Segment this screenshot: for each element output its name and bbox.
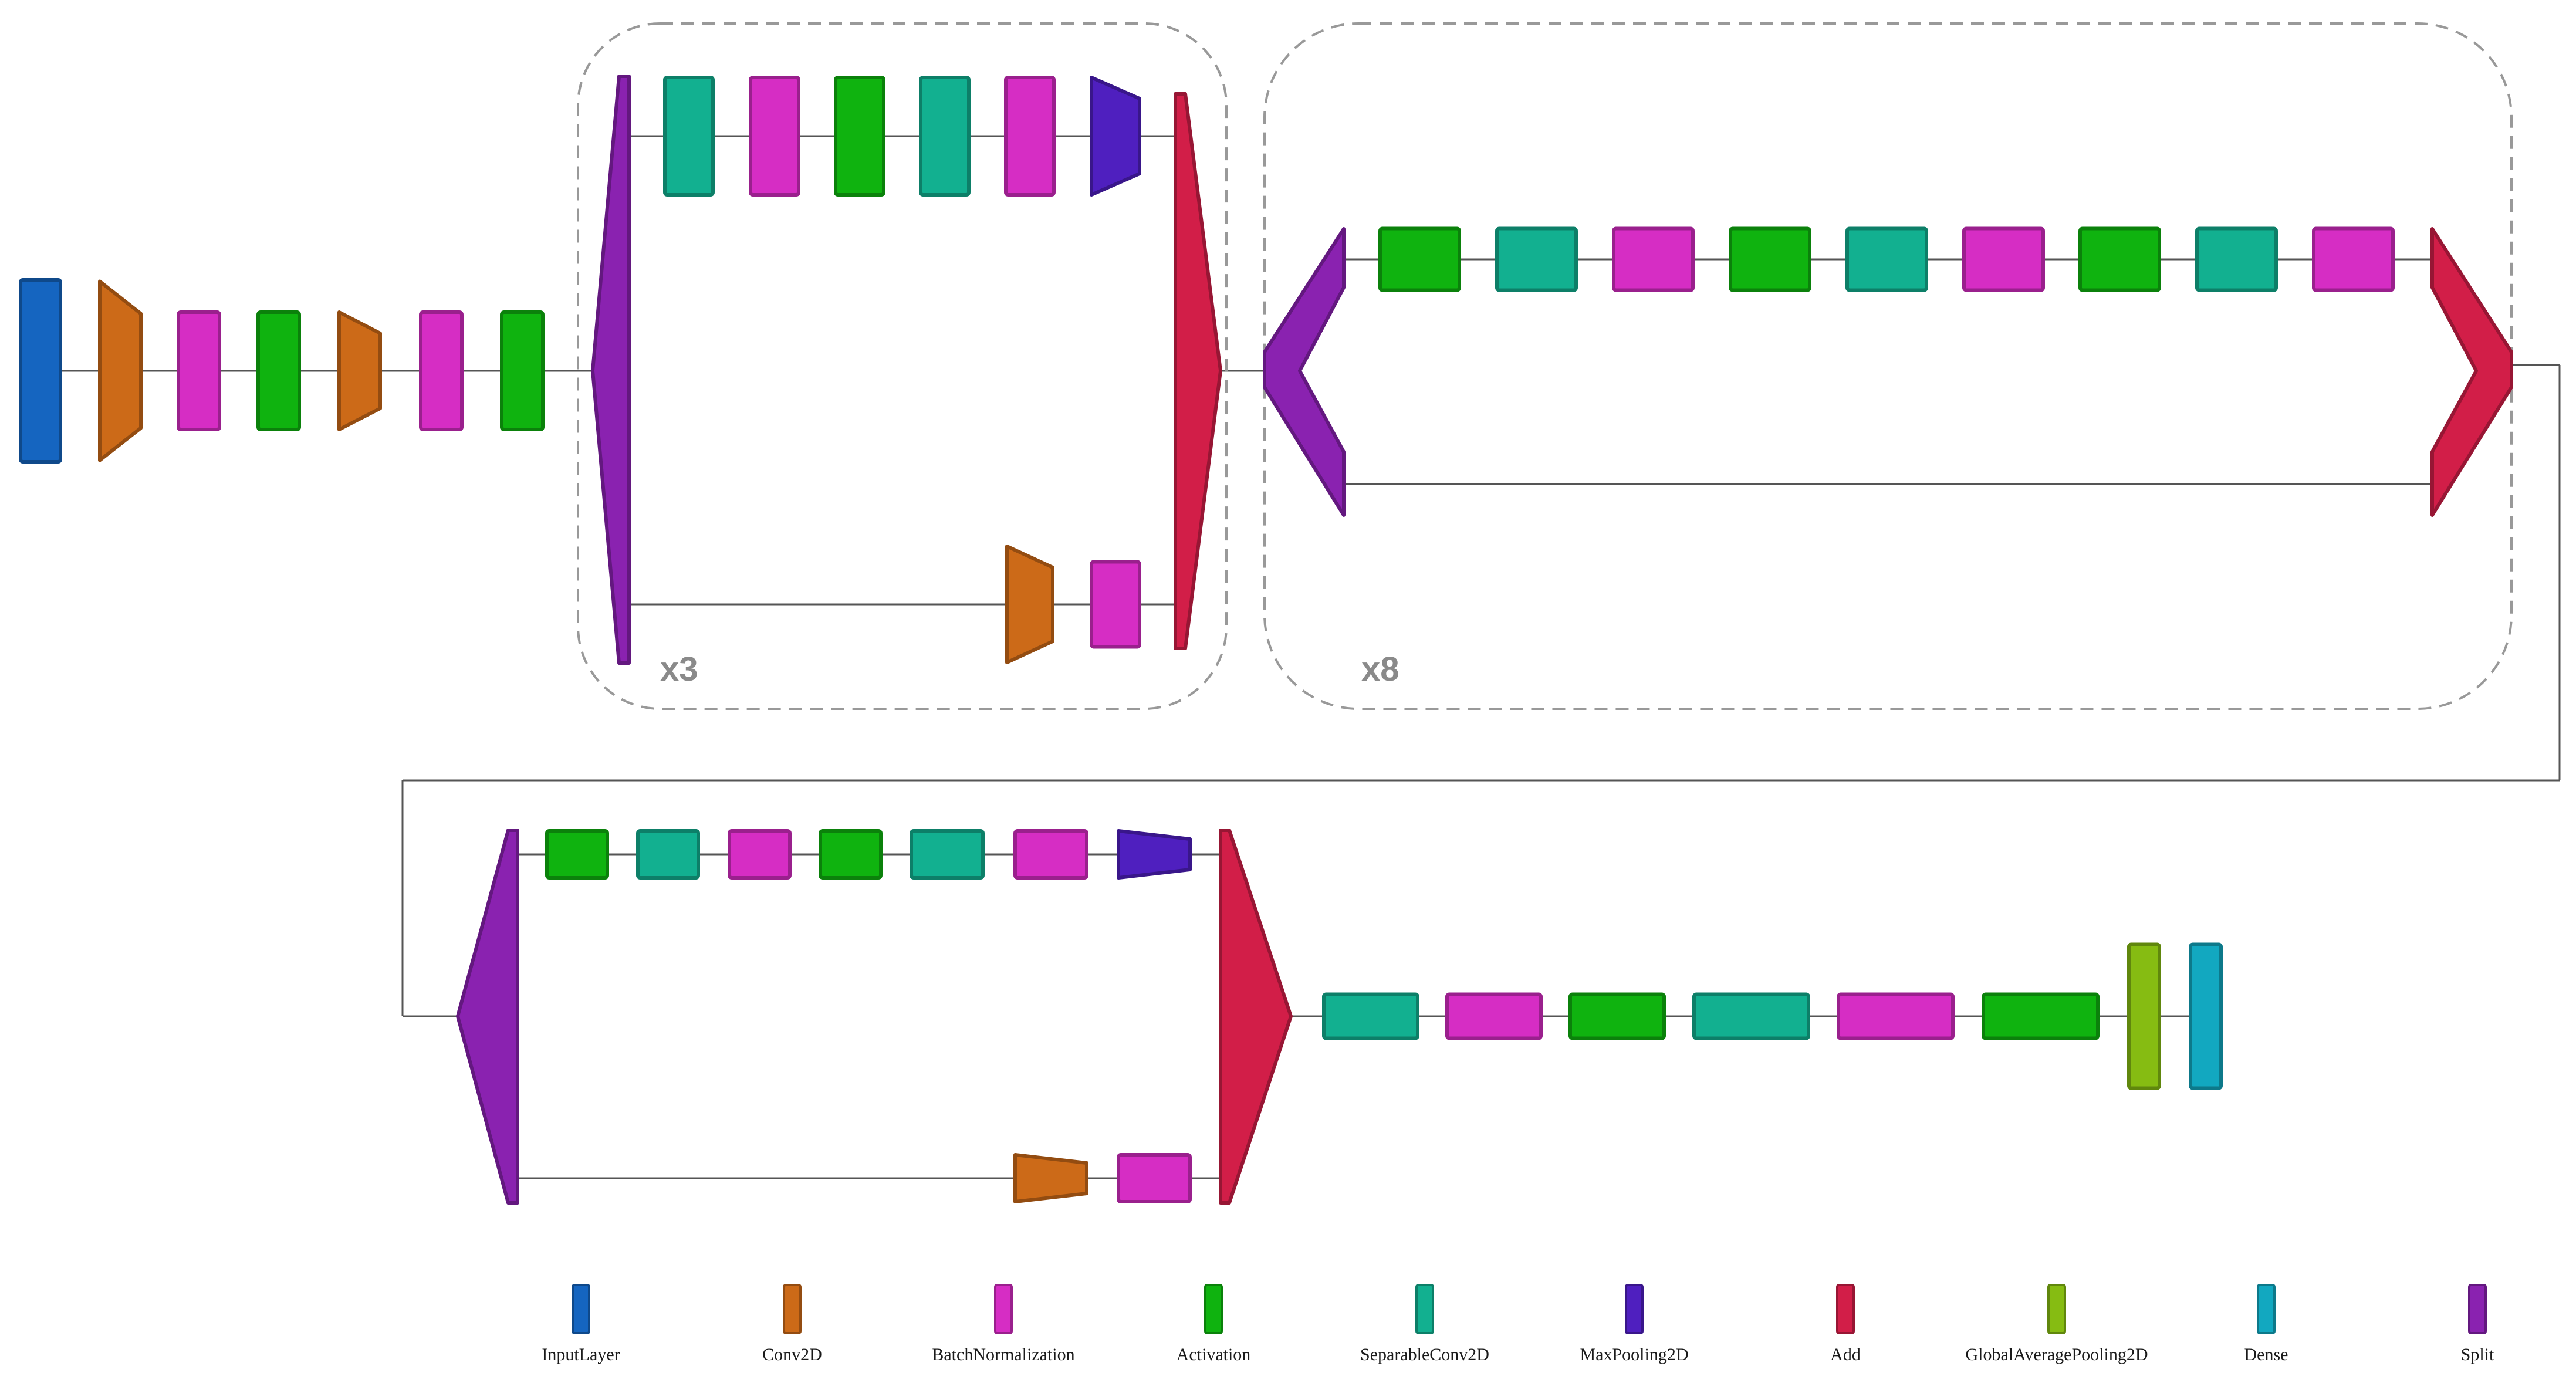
middle-main-activation bbox=[1378, 226, 1461, 292]
stem-activation bbox=[500, 310, 545, 431]
middle-block-repeat-label: x8 bbox=[1361, 650, 1399, 688]
entry-main-separable-conv2-d bbox=[663, 76, 715, 197]
exit-main-batch-normalization bbox=[1013, 829, 1088, 880]
layer-input-layer bbox=[19, 278, 62, 464]
legend-label-activation: Activation bbox=[1177, 1345, 1251, 1364]
legend-label-batch-normalization: BatchNormalization bbox=[932, 1345, 1074, 1364]
middle-main-batch-normalization bbox=[2312, 226, 2395, 292]
exit-split bbox=[456, 829, 519, 1205]
exit-main-max-pooling2-d bbox=[1117, 829, 1192, 880]
exit-main-activation bbox=[545, 829, 609, 880]
entry-main-activation bbox=[834, 76, 885, 197]
legend-swatch-split bbox=[2468, 1284, 2487, 1334]
entry-shortcut-batch-normalization bbox=[1090, 560, 1141, 649]
middle-main-activation bbox=[1729, 226, 1811, 292]
exit-main-batch-normalization bbox=[728, 829, 792, 880]
legend-swatch-separable-conv2-d bbox=[1415, 1284, 1434, 1334]
legend-label-add: Add bbox=[1830, 1345, 1861, 1364]
legend-label-input-layer: InputLayer bbox=[542, 1345, 620, 1364]
exit-add bbox=[1219, 829, 1293, 1205]
legend-swatch-max-pooling2-d bbox=[1625, 1284, 1644, 1334]
legend-label-dense: Dense bbox=[2244, 1345, 2288, 1364]
head-separable-conv2-d bbox=[1322, 992, 1419, 1040]
middle-split bbox=[1263, 227, 1346, 517]
connection-lines bbox=[60, 135, 2561, 1179]
entry-add bbox=[1174, 92, 1222, 650]
stem-activation bbox=[256, 310, 301, 431]
exit-main-separable-conv2-d bbox=[910, 829, 985, 880]
middle-main-batch-normalization bbox=[1612, 226, 1695, 292]
stem-conv2-d bbox=[98, 279, 143, 462]
head-activation bbox=[1568, 992, 1666, 1040]
legend-label-global-average-pooling2-d: GlobalAveragePooling2D bbox=[1965, 1345, 2148, 1364]
entry-block-group bbox=[577, 22, 1228, 710]
legend-swatch-input-layer bbox=[572, 1284, 590, 1334]
entry-shortcut-conv2d bbox=[1005, 545, 1054, 664]
legend-swatch-activation bbox=[1204, 1284, 1223, 1334]
exit-main-activation bbox=[819, 829, 883, 880]
legend: InputLayer Conv2D BatchNormalization Activa… bbox=[542, 1284, 2494, 1364]
exit-shortcut-conv2d bbox=[1013, 1153, 1088, 1203]
legend-swatch-dense bbox=[2257, 1284, 2276, 1334]
legend-label-max-pooling2-d: MaxPooling2D bbox=[1580, 1345, 1688, 1364]
middle-main-batch-normalization bbox=[1962, 226, 2045, 292]
legend-swatch-conv2-d bbox=[783, 1284, 802, 1334]
head-batch-normalization bbox=[1837, 992, 1955, 1040]
entry-main-batch-normalization bbox=[1004, 76, 1056, 197]
stem-batch-normalization bbox=[177, 310, 221, 431]
middle-main-separable-conv2-d bbox=[1495, 226, 1578, 292]
head-activation bbox=[1982, 992, 2100, 1040]
legend-swatch-batch-normalization bbox=[994, 1284, 1013, 1334]
middle-main-separable-conv2-d bbox=[2195, 226, 2278, 292]
head-separable-conv2-d bbox=[1692, 992, 1810, 1040]
layer-blocks bbox=[19, 75, 2513, 1205]
legend-label-separable-conv2-d: SeparableConv2D bbox=[1360, 1345, 1489, 1364]
legend-swatch-global-average-pooling2-d bbox=[2047, 1284, 2066, 1334]
entry-split bbox=[591, 75, 631, 665]
exit-main-separable-conv2-d bbox=[636, 829, 700, 880]
entry-block-repeat-label: x3 bbox=[660, 650, 698, 688]
head-dense bbox=[2189, 942, 2223, 1090]
middle-main-separable-conv2-d bbox=[1845, 226, 1928, 292]
legend-swatch-add bbox=[1836, 1284, 1855, 1334]
stem-conv2-d bbox=[337, 310, 382, 431]
legend-label-conv2-d: Conv2D bbox=[762, 1345, 822, 1364]
entry-main-batch-normalization bbox=[749, 76, 800, 197]
middle-add bbox=[2430, 227, 2513, 517]
legend-label-split: Split bbox=[2461, 1345, 2494, 1364]
entry-main-max-pooling2-d bbox=[1090, 76, 1141, 197]
middle-main-activation bbox=[2078, 226, 2161, 292]
head-global-average-pooling2-d bbox=[2127, 942, 2161, 1090]
exit-shortcut-batch-normalization bbox=[1117, 1153, 1192, 1203]
stem-batch-normalization bbox=[419, 310, 464, 431]
middle-block-group bbox=[1263, 22, 2513, 710]
entry-main-separable-conv2-d bbox=[919, 76, 971, 197]
head-batch-normalization bbox=[1445, 992, 1543, 1040]
